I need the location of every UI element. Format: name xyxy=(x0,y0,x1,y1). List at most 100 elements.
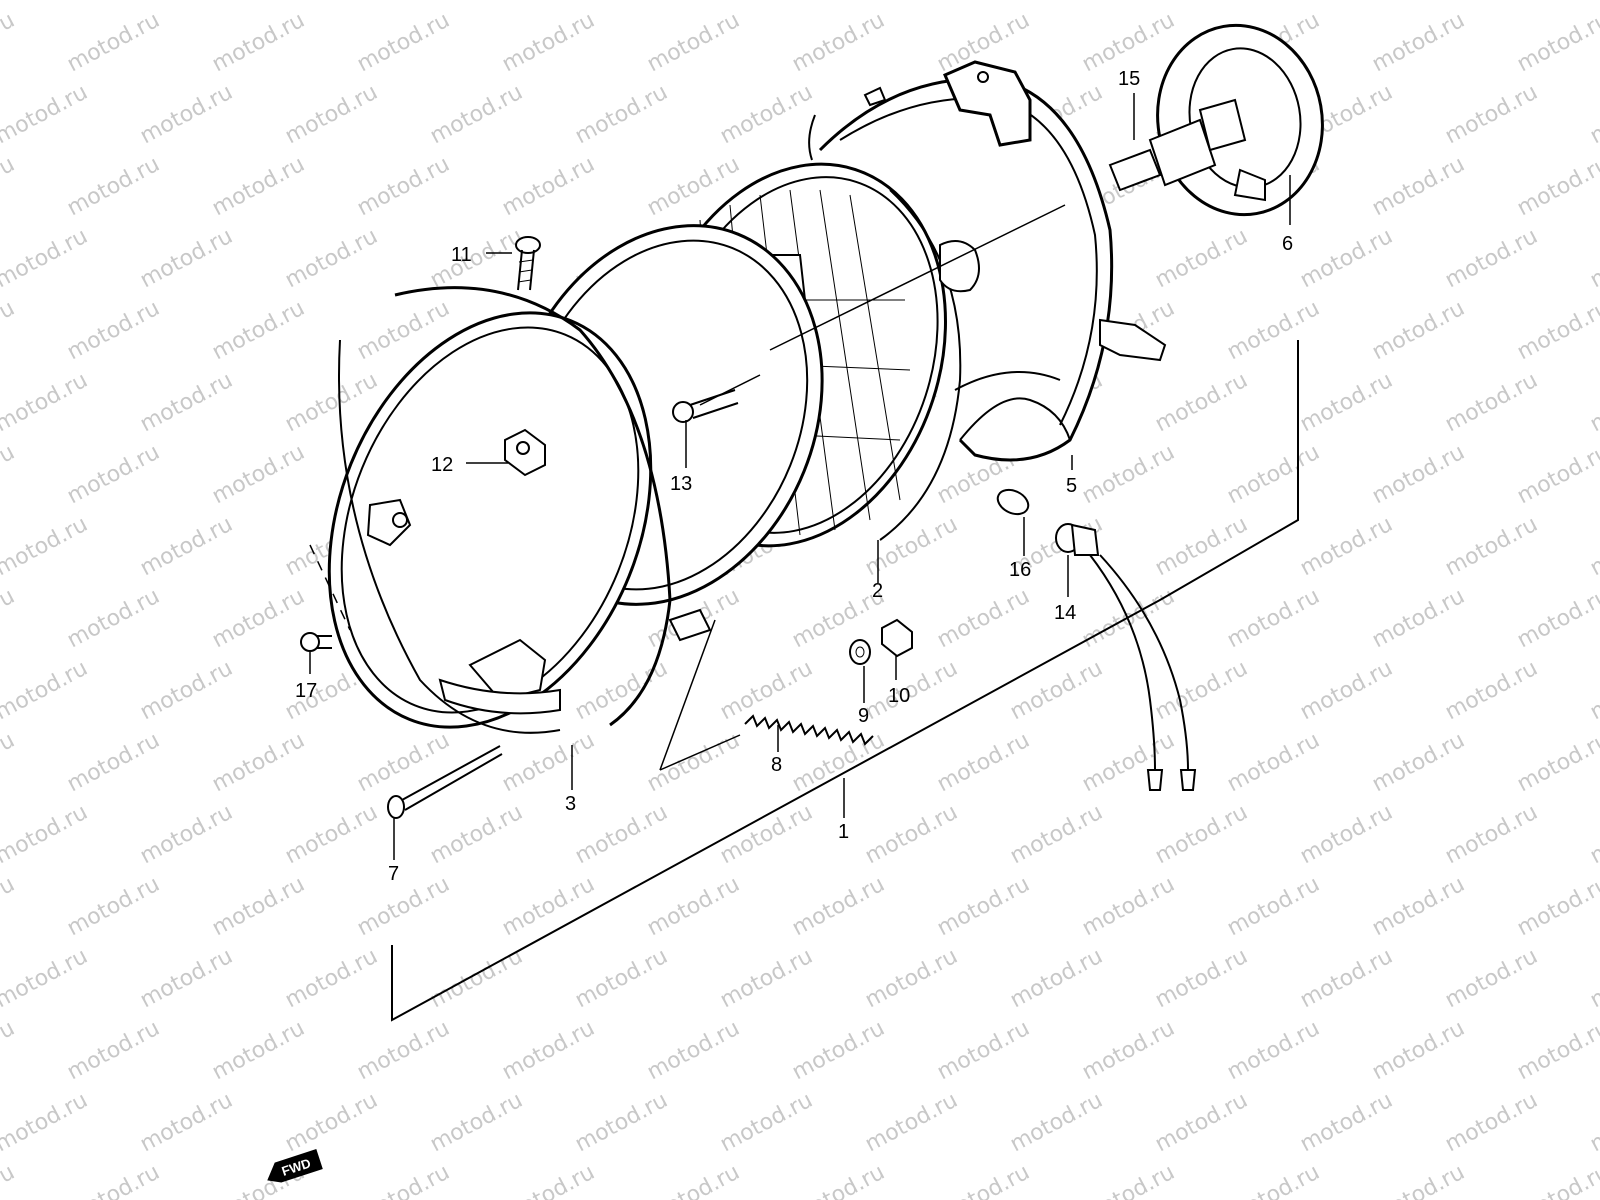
watermark-text: motod.ru xyxy=(208,440,309,509)
watermark-text: motod.ru xyxy=(498,728,599,797)
callout-14: 14 xyxy=(1054,602,1076,624)
watermark-text: motod.ru xyxy=(1368,1016,1469,1085)
watermark-text: motod.ru xyxy=(63,1160,164,1200)
watermark-text: motod.ru xyxy=(1296,368,1397,437)
assembly-1-bracket xyxy=(391,340,1299,1022)
watermark-text: motod.ru xyxy=(1223,296,1324,365)
watermark-text: motod.ru xyxy=(0,656,92,725)
watermark-text: motod.ru xyxy=(63,296,164,365)
watermark-text: motod.ru xyxy=(1368,296,1469,365)
callout-2: 2 xyxy=(872,580,883,602)
watermark-text: motod.ru xyxy=(281,800,382,869)
callout-8: 8 xyxy=(771,754,782,776)
watermark-text: motod.ru xyxy=(1368,584,1469,653)
watermark-text: motod.ru xyxy=(788,1016,889,1085)
watermark-text: motod.ru xyxy=(1513,152,1600,221)
watermark-text: motod.ru xyxy=(1513,584,1600,653)
watermark-text: motod.ru xyxy=(0,80,92,149)
watermark-text: motod.ru xyxy=(1513,872,1600,941)
watermark-text: motod.ru xyxy=(1586,80,1600,149)
watermark-text: motod.ru xyxy=(1078,8,1179,77)
watermark-text: motod.ru xyxy=(498,1160,599,1200)
callout-labels: 11 12 13 15 6 5 2 16 14 10 9 8 3 7 1 17 xyxy=(295,68,1293,885)
watermark-text: motod.ru xyxy=(1441,224,1542,293)
watermark-text: motod.ru xyxy=(63,728,164,797)
watermark-text: motod.ru xyxy=(1006,1088,1107,1157)
watermark-text: motod.ru xyxy=(208,1016,309,1085)
watermark-text: motod.ru xyxy=(0,800,92,869)
watermark-text: motod.ru xyxy=(1151,944,1252,1013)
watermark-text: motod.ru xyxy=(1151,0,1252,5)
watermark-text: motod.ru xyxy=(1513,296,1600,365)
part-9-washer xyxy=(849,639,871,665)
watermark-text: motod.ru xyxy=(208,872,309,941)
watermark-text: motod.ru xyxy=(933,1160,1034,1200)
watermark-text: motod.ru xyxy=(136,224,237,293)
watermark-text: motod.ru xyxy=(0,1160,19,1200)
watermark-text: motod.ru xyxy=(1586,368,1600,437)
callout-16: 16 xyxy=(1009,559,1031,581)
watermark-text: motod.ru xyxy=(136,368,237,437)
watermark-text: motod.ru xyxy=(1296,1088,1397,1157)
callout-3: 3 xyxy=(565,793,576,815)
watermark-text: motod.ru xyxy=(63,440,164,509)
watermark-text: motod.ru xyxy=(788,728,889,797)
watermark-text: motod.ru xyxy=(136,944,237,1013)
watermark-text: motod.ru xyxy=(1586,224,1600,293)
watermark-text: motod.ru xyxy=(861,656,962,725)
watermark-text: motod.ru xyxy=(716,80,817,149)
watermark-text: motod.ru xyxy=(643,872,744,941)
part-14-socket-with-wires xyxy=(1055,523,1197,791)
watermark-text: motod.ru xyxy=(353,8,454,77)
leader-lines xyxy=(309,93,1291,860)
watermark-text: motod.ru xyxy=(1078,872,1179,941)
watermark-text: motod.ru xyxy=(136,800,237,869)
watermark-text: motod.ru xyxy=(0,1016,19,1085)
watermark-text: motod.ru xyxy=(63,152,164,221)
watermark-text: motod.ru xyxy=(1368,8,1469,77)
watermark-text: motod.ru xyxy=(498,8,599,77)
watermark-text: motod.ru xyxy=(1586,656,1600,725)
watermark-text: motod.ru xyxy=(1441,800,1542,869)
watermark-text: motod.ru xyxy=(1368,440,1469,509)
part-15-halogen-bulb xyxy=(1108,98,1247,192)
watermark-text: motod.ru xyxy=(788,872,889,941)
part-13-screw xyxy=(672,389,739,423)
watermark-text: motod.ru xyxy=(426,800,527,869)
watermark-text: motod.ru xyxy=(1223,440,1324,509)
watermark-text: motod.ru xyxy=(716,1088,817,1157)
watermark-text: motod.ru xyxy=(1223,728,1324,797)
watermark-text: motod.ru xyxy=(498,872,599,941)
watermark-text: motod.ru xyxy=(1586,0,1600,5)
watermark-text: motod.ru xyxy=(861,944,962,1013)
watermark-text: motod.ru xyxy=(861,0,962,5)
assembly-axes xyxy=(309,204,1066,771)
watermark-text: motod.ru xyxy=(1441,512,1542,581)
watermark-text: motod.ru xyxy=(63,8,164,77)
watermark-text: motod.ru xyxy=(788,1160,889,1200)
watermark-text: motod.ru xyxy=(63,584,164,653)
watermark-text: motod.ru xyxy=(1368,728,1469,797)
callout-11: 11 xyxy=(451,244,472,266)
watermark-text: motod.ru xyxy=(1441,1088,1542,1157)
watermark-text: motod.ru xyxy=(1006,800,1107,869)
watermark-text: motod.ru xyxy=(0,584,19,653)
callout-6: 6 xyxy=(1282,233,1293,255)
watermark-text: motod.ru xyxy=(1296,800,1397,869)
watermark-text: motod.ru xyxy=(0,440,19,509)
watermark-text: motod.ru xyxy=(136,80,237,149)
watermark-text: motod.ru xyxy=(0,728,19,797)
watermark-text: motod.ru xyxy=(1151,800,1252,869)
callout-15: 15 xyxy=(1118,68,1140,90)
watermark-text: motod.ru xyxy=(1006,944,1107,1013)
watermark-text: motod.ru xyxy=(1513,1160,1600,1200)
callout-13: 13 xyxy=(670,473,692,495)
watermark-text: motod.ru xyxy=(0,872,19,941)
watermark-text: motod.ru xyxy=(1223,584,1324,653)
watermark-text: motod.ru xyxy=(208,8,309,77)
watermark-text: motod.ru xyxy=(1006,656,1107,725)
watermark-text: motod.ru xyxy=(208,584,309,653)
watermark-text: motod.ru xyxy=(281,80,382,149)
watermark-text: motod.ru xyxy=(498,1016,599,1085)
watermark-text: motod.ru xyxy=(1441,368,1542,437)
